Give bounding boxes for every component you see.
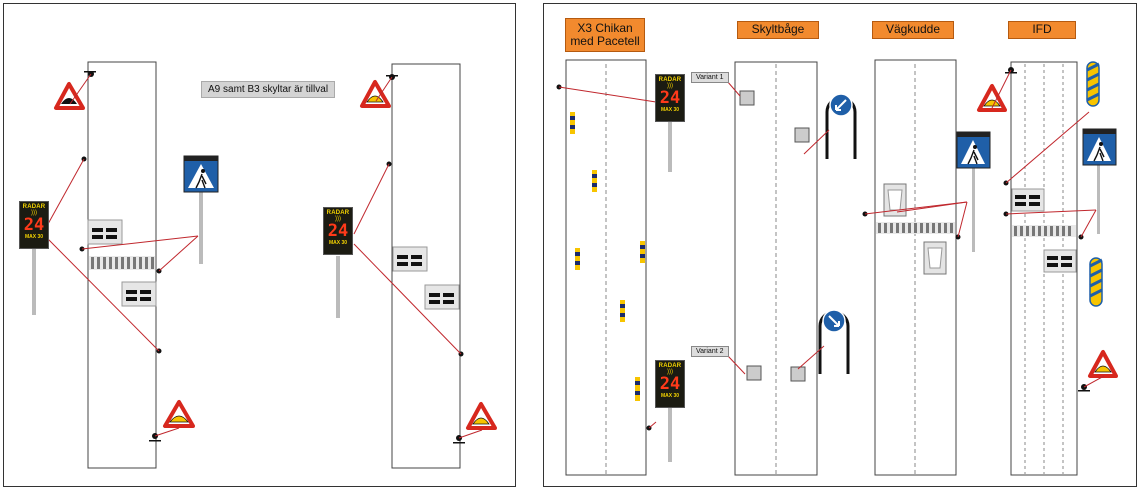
bollard-icon (1089, 257, 1103, 307)
radar-pole-1 (32, 249, 36, 315)
radar-speed: 24 (327, 221, 349, 241)
radar-pole-4 (668, 406, 672, 462)
right-panel-drawing (556, 59, 1118, 476)
header-chikan: X3 Chikan med Pacetell (565, 18, 645, 52)
ped-sign-pole (199, 192, 203, 264)
radar-title: RADAR (658, 363, 682, 369)
radar-title: RADAR (658, 77, 682, 83)
left-panel: A9 samt B3 skyltar är tillval RADAR ))) … (3, 3, 516, 487)
speed-cushion-icon (1011, 188, 1045, 212)
connector-lines (47, 73, 483, 439)
ped-pole-3 (1097, 164, 1100, 234)
crosswalk-vagkudde (876, 222, 955, 234)
speed-cushion-icon (883, 183, 907, 217)
sign-base-4 (790, 366, 806, 382)
warning-triangle-icon (54, 82, 85, 110)
header-skyltbage: Skyltbåge (737, 21, 819, 39)
radar-speed: 24 (659, 374, 681, 394)
pedestrian-crossing-icon (1082, 128, 1117, 166)
radar-waves: ))) (667, 83, 673, 89)
header-ifd: IFD (1008, 21, 1076, 39)
radar-pole-2 (336, 256, 340, 318)
warning-triangle-icon (360, 80, 391, 108)
left-panel-drawing (32, 61, 497, 469)
radar-waves: ))) (31, 210, 37, 216)
connector-lines (558, 69, 1105, 429)
ped-pole-2 (972, 167, 975, 252)
radar-speed-sign-icon: RADAR ))) 24 MAX 30 (655, 74, 685, 122)
radar-max: MAX 30 (24, 234, 44, 240)
optional-signs-note: A9 samt B3 skyltar är tillval (201, 81, 336, 98)
speed-cushion-2 (121, 281, 157, 307)
warning-triangle-icon (977, 84, 1007, 112)
right-panel: X3 Chikan med Pacetell Skyltbåge Vägkudd… (543, 3, 1137, 487)
warning-triangle-icon (163, 400, 195, 428)
speed-cushion-1 (87, 219, 123, 245)
radar-waves: ))) (667, 369, 673, 375)
crosswalk-1 (89, 256, 155, 270)
sign-base-3 (746, 365, 762, 381)
radar-pole-3 (668, 120, 672, 172)
warning-triangle-icon (1088, 350, 1118, 378)
radar-max: MAX 30 (660, 393, 680, 399)
radar-max: MAX 30 (660, 107, 680, 113)
variant-2-label: Variant 2 (691, 346, 729, 357)
sign-base-2 (794, 127, 810, 143)
speed-cushion-3 (392, 246, 428, 272)
radar-waves: ))) (335, 216, 341, 222)
crosswalk-ifd (1012, 225, 1076, 237)
road-skyltbage (734, 61, 818, 476)
radar-title: RADAR (22, 204, 46, 210)
radar-max: MAX 30 (328, 240, 348, 246)
variant-1-label: Variant 1 (691, 72, 729, 83)
radar-speed-sign-icon: RADAR ))) 24 MAX 30 (323, 207, 353, 255)
radar-speed: 24 (23, 215, 45, 235)
bollard-icon (570, 112, 645, 401)
radar-title: RADAR (326, 210, 350, 216)
header-vagkudde: Vägkudde (872, 21, 954, 39)
speed-cushion-4 (424, 284, 460, 310)
radar-speed-sign-icon: RADAR ))) 24 MAX 30 (655, 360, 685, 408)
speed-cushion-icon (923, 241, 947, 275)
sign-base-1 (739, 90, 755, 106)
keep-right-icon (825, 93, 857, 159)
radar-speed-sign-icon: RADAR ))) 24 MAX 30 (19, 201, 49, 249)
speed-cushion-icon (1043, 249, 1077, 273)
keep-right-icon (818, 309, 850, 374)
bollard-icon (1086, 61, 1100, 107)
pedestrian-crossing-icon (956, 131, 991, 169)
radar-speed: 24 (659, 88, 681, 108)
warning-triangle-icon (466, 402, 497, 430)
pedestrian-crossing-icon (183, 155, 219, 193)
